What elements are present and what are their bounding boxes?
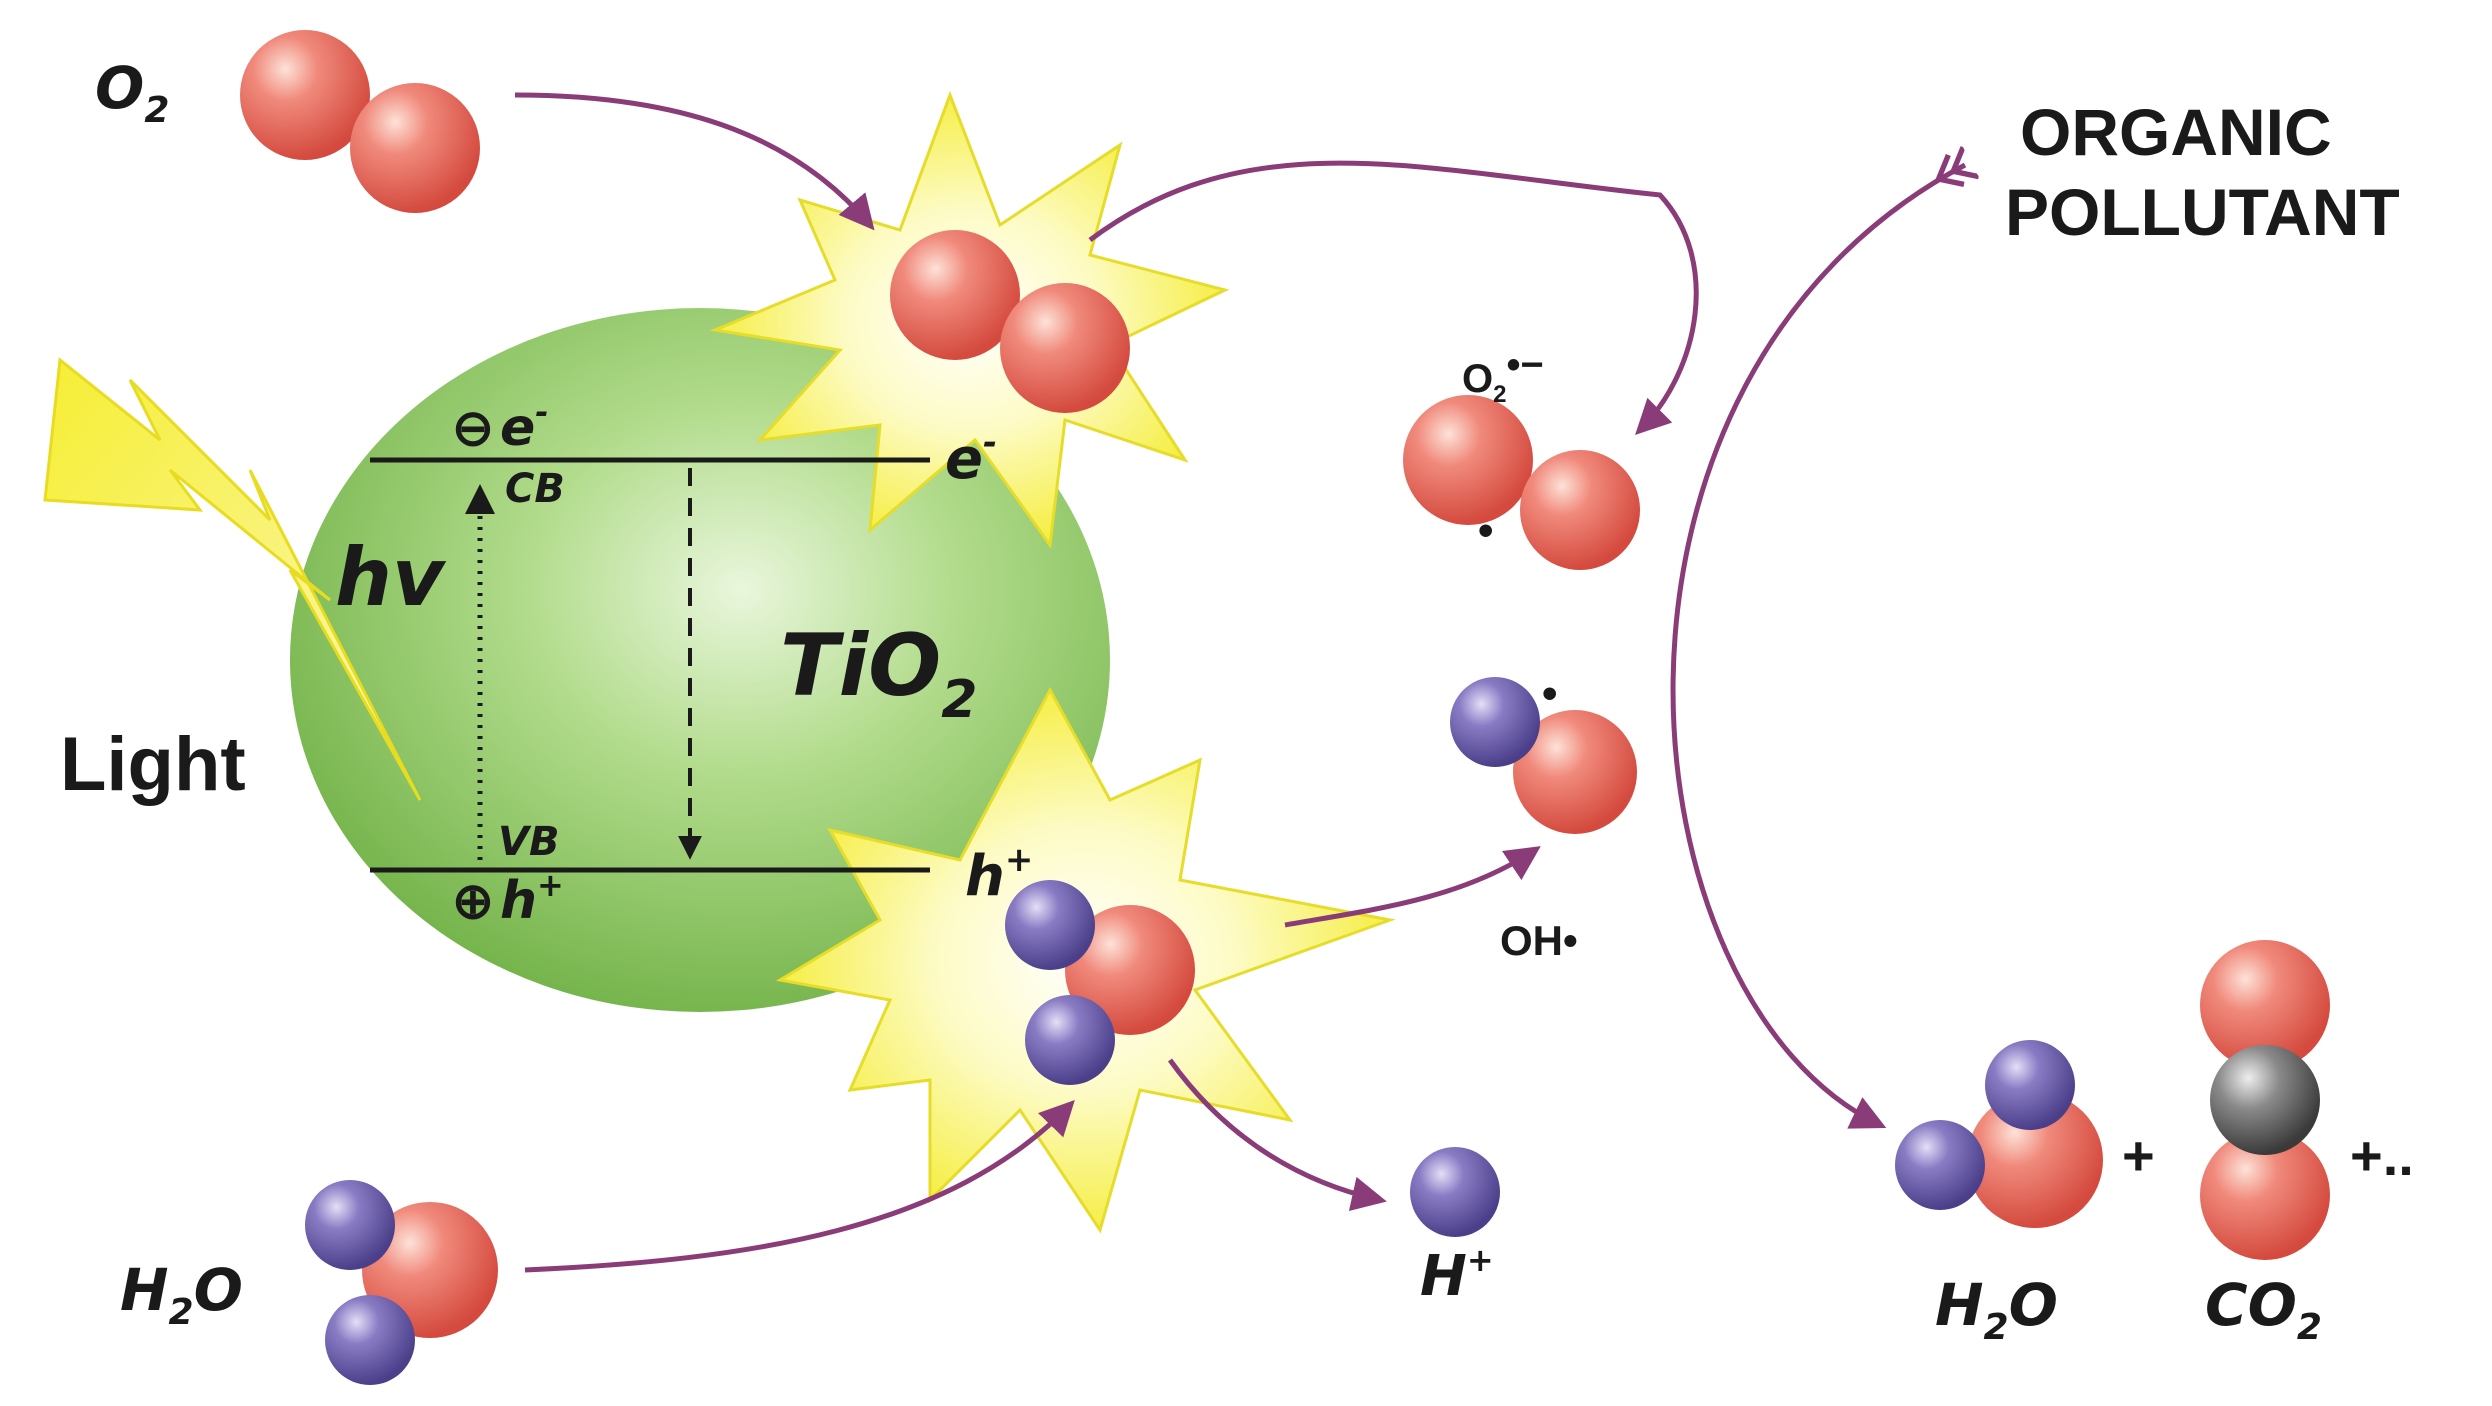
oxygen-atom bbox=[240, 30, 370, 160]
hydroxyl-radical-dot: • bbox=[1542, 669, 1557, 718]
hv-label: hv bbox=[335, 531, 447, 624]
arrow-o2-to-surface bbox=[514, 92, 875, 231]
organic-pollutant-line1: ORGANIC bbox=[2020, 95, 2332, 169]
adsorbed-water-molecule bbox=[1005, 880, 1195, 1085]
superoxide-label: O2•− bbox=[1462, 343, 1544, 408]
cb-electron-label: e- bbox=[500, 393, 549, 458]
oxygen-atom bbox=[1520, 450, 1640, 570]
superoxide-radical-dot: • bbox=[1478, 506, 1493, 555]
hydrogen-atom bbox=[1025, 995, 1115, 1085]
o2-molecule bbox=[240, 30, 480, 213]
oxygen-atom bbox=[1000, 283, 1130, 413]
oxygen-atom bbox=[1967, 1092, 2103, 1228]
light-label: Light bbox=[60, 722, 246, 807]
organic-pollutant-line2: POLLUTANT bbox=[2005, 175, 2400, 249]
vb-hole-label: h+ bbox=[500, 866, 564, 931]
oxygen-atom bbox=[350, 83, 480, 213]
oxygen-atom bbox=[890, 230, 1020, 360]
hydrogen-atom bbox=[325, 1295, 415, 1385]
hydrogen-ion bbox=[1410, 1147, 1500, 1237]
oxygen-atom bbox=[2200, 1130, 2330, 1260]
oxygen-atom bbox=[1065, 905, 1195, 1035]
hole-out-label: h+ bbox=[965, 840, 1033, 909]
h2o-left-label: H2O bbox=[120, 1256, 243, 1333]
h2o-product-label: H2O bbox=[1935, 1271, 2058, 1348]
hydrogen-atom bbox=[1985, 1040, 2075, 1130]
electron-out-label: e- bbox=[945, 423, 997, 492]
arrow-pollutant-to-products bbox=[1670, 165, 1965, 1125]
hydrogen-atom bbox=[1895, 1120, 1985, 1210]
superoxide-molecule bbox=[1403, 395, 1640, 570]
plus-sign-2: +.. bbox=[2350, 1124, 2414, 1187]
o2-label: O2 bbox=[95, 54, 169, 131]
oxygen-atom bbox=[2200, 940, 2330, 1070]
plus-circle-icon: ⊕ bbox=[452, 873, 494, 929]
oxygen-atom bbox=[1403, 395, 1533, 525]
arrow-h2o-to-surface bbox=[524, 1099, 1075, 1273]
lightning-bolt-icon bbox=[43, 357, 422, 801]
co2-molecule bbox=[2200, 940, 2330, 1260]
hydroxyl-label: OH• bbox=[1500, 917, 1578, 964]
h-plus-label: H+ bbox=[1420, 1241, 1494, 1309]
cb-label: CB bbox=[505, 466, 565, 512]
carbon-atom bbox=[2210, 1045, 2320, 1155]
product-water-molecule bbox=[1895, 1040, 2103, 1228]
oxygen-atom bbox=[1513, 710, 1637, 834]
hydrogen-atom bbox=[1450, 677, 1540, 767]
hydrogen-atom bbox=[305, 1180, 395, 1270]
water-molecule bbox=[305, 1180, 498, 1385]
adsorbed-o2-molecule bbox=[890, 230, 1130, 413]
minus-circle-icon: ⊖ bbox=[452, 400, 494, 456]
hydrogen-atom bbox=[1005, 880, 1095, 970]
vb-label: VB bbox=[498, 819, 559, 865]
co2-label: CO2 bbox=[2205, 1271, 2322, 1348]
arrow-to-superoxide bbox=[1088, 160, 1699, 435]
hydroxyl-molecule bbox=[1450, 677, 1637, 834]
arrow-to-hydroxyl bbox=[1284, 846, 1541, 928]
arrow-to-hplus bbox=[1167, 1058, 1387, 1211]
tio2-label: TiO2 bbox=[780, 616, 977, 730]
plus-sign-1: + bbox=[2122, 1124, 2155, 1187]
